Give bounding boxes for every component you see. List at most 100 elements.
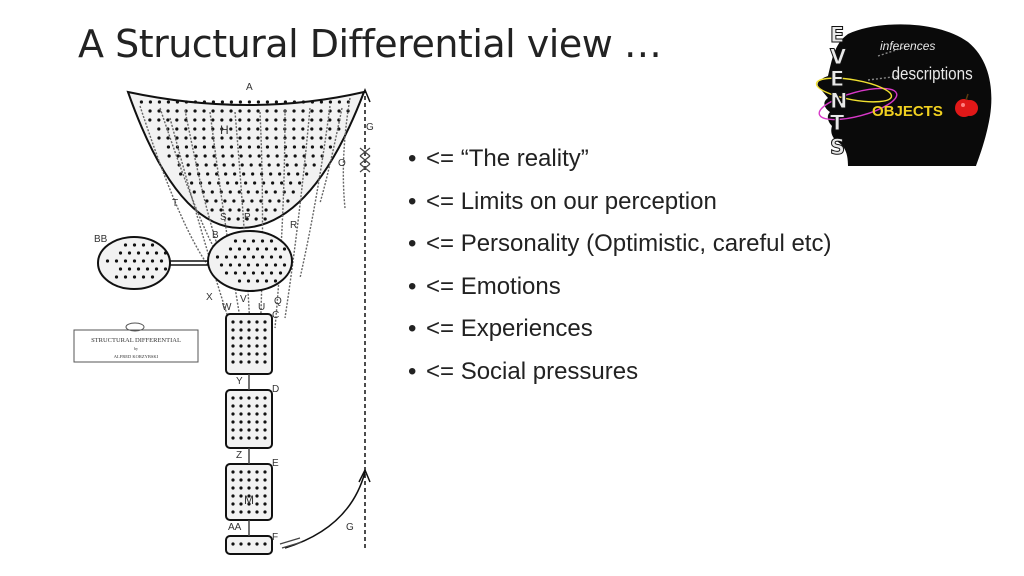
diagram-dot xyxy=(255,404,259,408)
diagram-dot xyxy=(213,163,217,167)
diagram-dot xyxy=(258,163,262,167)
diagram-dot xyxy=(260,271,265,275)
diagram-dot xyxy=(148,100,153,104)
diagram-dot xyxy=(247,412,251,416)
label-o: O xyxy=(338,158,346,169)
diagram-dot xyxy=(263,494,267,498)
diagram-dot xyxy=(211,118,215,122)
diagram-dot xyxy=(271,181,275,185)
diagram-dot xyxy=(264,263,269,267)
diagram-dot xyxy=(255,494,259,498)
diagram-dot xyxy=(263,420,267,424)
diagram-dot xyxy=(154,251,159,255)
structural-differential-diagram: A G O T S P R B BB X W V U Q C Y D Z E A… xyxy=(73,82,374,555)
diagram-dot xyxy=(328,118,332,122)
diagram-dot xyxy=(226,181,230,185)
diagram-dot xyxy=(310,109,314,113)
diagram-dot xyxy=(255,344,259,348)
diagram-dot xyxy=(255,542,259,546)
diagram-dot xyxy=(166,136,170,140)
diagram-dot xyxy=(236,217,240,221)
diagram-dot xyxy=(167,154,171,158)
label-aa: AA xyxy=(228,522,242,533)
diagram-dot xyxy=(247,486,251,490)
diagram-dot xyxy=(193,127,197,131)
diagram-dot xyxy=(175,127,179,131)
diagram-dot xyxy=(239,510,243,514)
diagram-dot xyxy=(166,118,170,122)
diagram-dot xyxy=(247,320,251,324)
label-h: H xyxy=(220,123,229,137)
diagram-dot xyxy=(255,263,260,267)
diagram-dot xyxy=(319,127,323,131)
diagram-dot xyxy=(240,163,244,167)
apple-icon xyxy=(955,93,978,117)
feedback-curve xyxy=(284,471,366,549)
logo-inferences: inferences xyxy=(880,39,935,53)
diagram-dot xyxy=(186,163,190,167)
diagram-dot xyxy=(254,217,258,221)
diagram-dot xyxy=(247,428,251,432)
diagram-dot xyxy=(228,263,233,267)
diagram-dot xyxy=(229,118,233,122)
diagram-dot xyxy=(319,100,324,104)
diagram-dot xyxy=(263,510,267,514)
diagram-dot xyxy=(239,396,243,400)
diagram-dot xyxy=(263,360,267,364)
diagram-dot xyxy=(265,100,270,104)
diagram-dot xyxy=(239,320,243,324)
diagram-dot xyxy=(166,100,171,104)
diagram-dot xyxy=(223,199,227,203)
diagram-dot xyxy=(148,109,152,113)
diagram-dot xyxy=(163,251,168,255)
diagram-dot xyxy=(185,154,189,158)
diagram-dot xyxy=(319,109,323,113)
label-bb: BB xyxy=(94,234,108,245)
diagram-dot xyxy=(245,217,249,221)
diagram-dot xyxy=(265,145,270,149)
diagram-dot xyxy=(251,239,256,243)
diagram-dot xyxy=(210,190,214,194)
diagram-dot xyxy=(237,279,242,283)
diagram-dot xyxy=(231,502,235,506)
diagram-dot xyxy=(255,420,259,424)
diagram-dot xyxy=(296,172,300,176)
diagram-dot xyxy=(214,199,218,203)
diagram-dot xyxy=(255,190,259,194)
diagram-dot xyxy=(255,428,259,432)
diagram-dot xyxy=(263,486,267,490)
bullet-item: •<= “The reality” xyxy=(408,145,589,172)
diagram-dot xyxy=(233,172,237,176)
diagram-dot xyxy=(247,404,251,408)
diagram-dot xyxy=(255,396,259,400)
diagram-dot xyxy=(239,328,243,332)
diagram-dot xyxy=(202,100,207,104)
diagram-dot xyxy=(263,470,267,474)
label-c: C xyxy=(272,310,279,321)
diagram-dot xyxy=(202,136,206,140)
diagram-dot xyxy=(202,118,206,122)
diagram-dot xyxy=(273,208,277,212)
diagram-dot xyxy=(292,127,296,131)
diagram-dot xyxy=(276,163,280,167)
logo-objects: OBJECTS xyxy=(872,103,943,120)
diagram-dot xyxy=(256,127,260,131)
diagram-dot xyxy=(221,154,225,158)
diagram-dot xyxy=(251,172,255,176)
diagram-dot xyxy=(310,118,314,122)
diagram-dot xyxy=(231,436,235,440)
diagram-dot xyxy=(263,217,267,221)
bullet-item: •<= Experiences xyxy=(408,315,593,343)
diagram-dot xyxy=(285,163,289,167)
label-p: P xyxy=(244,212,251,223)
event-parabola xyxy=(126,90,366,230)
diagram-dot xyxy=(337,100,342,104)
diagram-dot xyxy=(231,470,235,474)
diagram-dot xyxy=(263,344,267,348)
label-a: A xyxy=(246,82,253,93)
label-e: E xyxy=(272,458,279,469)
diagram-dot xyxy=(231,510,235,514)
diagram-dot xyxy=(208,181,212,185)
diagram-dot xyxy=(235,181,239,185)
diagram-dot xyxy=(175,100,180,104)
